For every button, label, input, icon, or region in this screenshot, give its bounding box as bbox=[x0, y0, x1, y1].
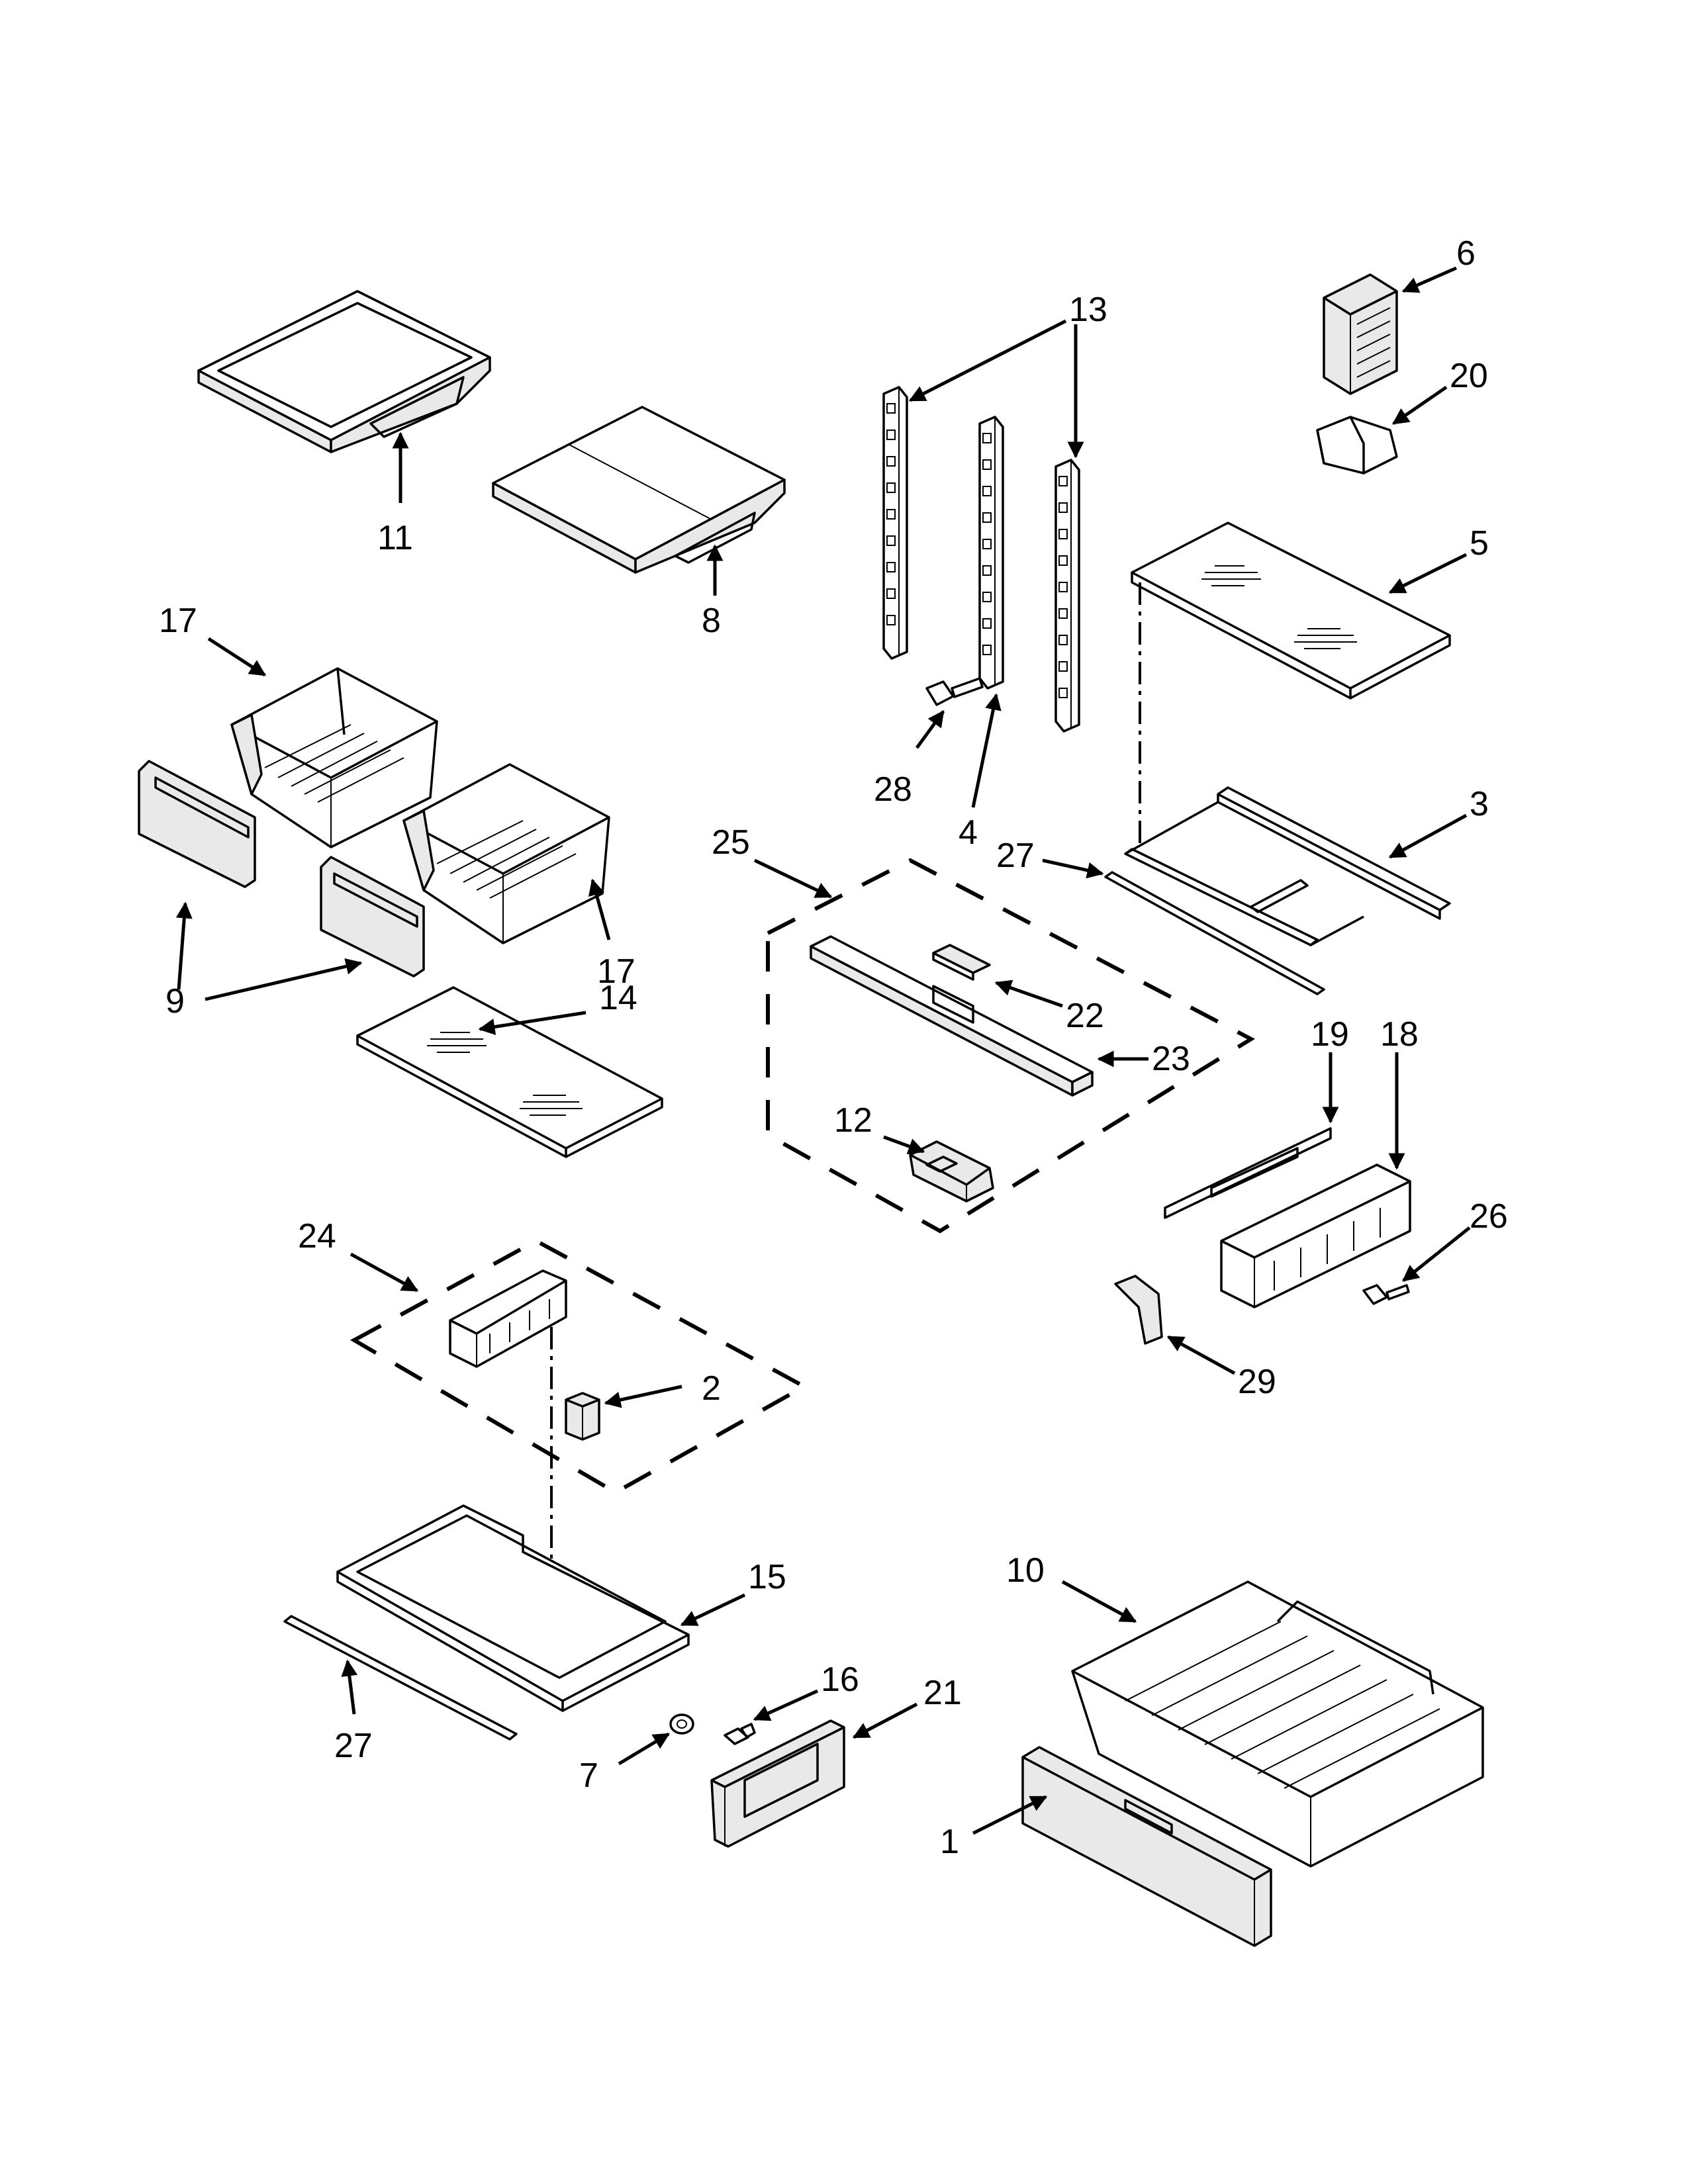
part-17-crisper-lower bbox=[402, 763, 610, 944]
callout-10: 10 bbox=[1006, 1551, 1045, 1590]
part-6-filter-cover bbox=[1323, 273, 1398, 395]
callout-1: 1 bbox=[940, 1823, 959, 1861]
part-18-bracket bbox=[1220, 1163, 1411, 1308]
part-25-assembly-outline bbox=[766, 858, 1256, 1234]
rail-slots bbox=[886, 403, 1068, 698]
part-5-glass-shelf bbox=[1131, 522, 1451, 700]
callout-28: 28 bbox=[874, 770, 912, 809]
callout-16: 16 bbox=[821, 1661, 859, 1699]
callout-17b: 17 bbox=[597, 952, 635, 991]
part-29-clip bbox=[1114, 1275, 1163, 1345]
callout-13: 13 bbox=[1069, 291, 1107, 329]
leader-12 bbox=[883, 1135, 925, 1154]
callout-12: 12 bbox=[834, 1101, 872, 1140]
callout-19: 19 bbox=[1311, 1015, 1349, 1054]
leader-14 bbox=[478, 1011, 586, 1035]
part-26-screw bbox=[1362, 1284, 1410, 1305]
part-17-crisper-upper bbox=[230, 667, 438, 848]
leader-6 bbox=[1401, 266, 1458, 293]
callout-17a: 17 bbox=[159, 602, 197, 640]
callout-25: 25 bbox=[712, 823, 750, 862]
callout-3: 3 bbox=[1470, 785, 1489, 823]
part-12-module bbox=[909, 1140, 994, 1203]
part-24-assembly-outline bbox=[350, 1238, 809, 1495]
callout-29: 29 bbox=[1238, 1363, 1276, 1401]
part-24-housing bbox=[449, 1269, 567, 1368]
part-11-shelf bbox=[197, 290, 491, 453]
leader-1 bbox=[972, 1795, 1048, 1835]
part-21-bracket bbox=[710, 1719, 845, 1848]
callout-23: 23 bbox=[1152, 1040, 1190, 1078]
leader-17a bbox=[207, 637, 267, 677]
leader-9b bbox=[205, 958, 363, 1001]
callout-5: 5 bbox=[1470, 524, 1489, 563]
leader-28 bbox=[915, 709, 945, 749]
leader-16 bbox=[753, 1689, 819, 1721]
leader-17b bbox=[588, 878, 611, 940]
part-15-pan-cover bbox=[336, 1504, 690, 1712]
part-27-trim-upper bbox=[1104, 871, 1325, 995]
part-27-trim-lower bbox=[283, 1615, 518, 1741]
callout-4: 4 bbox=[959, 813, 978, 852]
leader-10 bbox=[1061, 1580, 1137, 1623]
part-28-screw bbox=[925, 677, 984, 706]
leader-2 bbox=[604, 1385, 682, 1408]
leader-26 bbox=[1402, 1226, 1471, 1282]
callout-7: 7 bbox=[579, 1756, 598, 1795]
part-2-block bbox=[565, 1392, 600, 1441]
part-22-cover bbox=[932, 944, 991, 981]
leader-24 bbox=[350, 1252, 419, 1293]
callout-11: 11 bbox=[377, 519, 413, 557]
leader-5 bbox=[1388, 553, 1468, 594]
part-1-drawer-front bbox=[1021, 1746, 1272, 1947]
callout-9: 9 bbox=[165, 982, 185, 1021]
part-9-drawer-front-left bbox=[138, 760, 256, 888]
part-3-shelf-frame bbox=[1124, 786, 1451, 946]
callout-21: 21 bbox=[923, 1674, 962, 1712]
part-10-drawer-bin bbox=[1071, 1580, 1484, 1868]
callout-6: 6 bbox=[1456, 234, 1476, 273]
part-19-slide bbox=[1164, 1127, 1332, 1219]
leader-25 bbox=[753, 858, 833, 899]
leader-7 bbox=[618, 1732, 671, 1766]
part-9-drawer-front-right bbox=[320, 856, 425, 978]
part-23-control-housing bbox=[810, 935, 1094, 1097]
callout-26: 26 bbox=[1470, 1197, 1508, 1236]
callout-27b: 27 bbox=[334, 1727, 373, 1765]
part-8-split-shelf bbox=[492, 406, 786, 574]
part-14-glass-shelf bbox=[356, 986, 663, 1158]
callout-14: 14 bbox=[599, 979, 637, 1017]
callout-18: 18 bbox=[1380, 1015, 1419, 1054]
callout-22: 22 bbox=[1066, 997, 1104, 1035]
leader-27a bbox=[1042, 858, 1104, 879]
leader-3 bbox=[1388, 813, 1468, 859]
leader-29 bbox=[1166, 1335, 1236, 1375]
part-20-filter-cap bbox=[1316, 416, 1398, 475]
leader-4 bbox=[971, 693, 1002, 808]
part-7-cap bbox=[669, 1713, 694, 1735]
leader-27b bbox=[341, 1659, 358, 1715]
callout-8: 8 bbox=[702, 602, 721, 640]
callout-20: 20 bbox=[1450, 357, 1488, 395]
leader-22 bbox=[994, 979, 1063, 1008]
callout-24: 24 bbox=[298, 1217, 336, 1255]
leader-13a bbox=[908, 319, 1067, 402]
leader-20 bbox=[1391, 385, 1448, 426]
leader-9a bbox=[175, 901, 193, 990]
leader-21 bbox=[852, 1702, 918, 1739]
part-16-fastener bbox=[724, 1723, 756, 1745]
leader-15 bbox=[680, 1593, 746, 1627]
callout-15: 15 bbox=[748, 1558, 786, 1596]
callout-27a: 27 bbox=[996, 837, 1035, 875]
callout-2: 2 bbox=[702, 1369, 721, 1408]
